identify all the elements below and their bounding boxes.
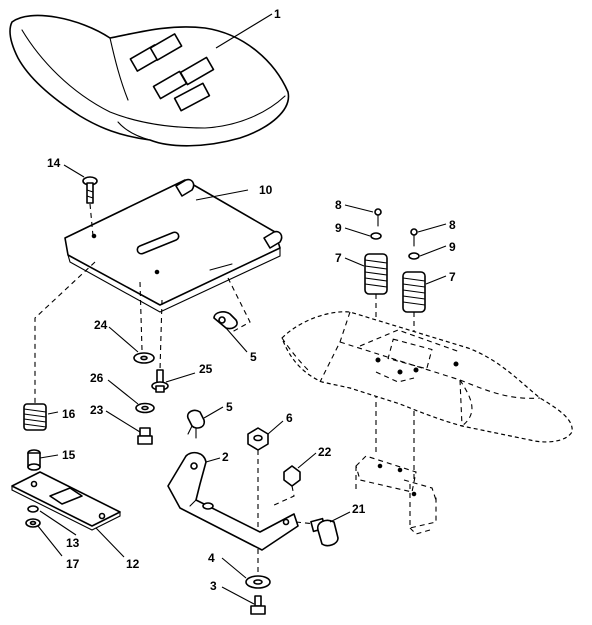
shoulder-bolt-25	[151, 369, 169, 393]
seat-clip-lower	[186, 409, 206, 439]
spring-7-left	[364, 253, 388, 295]
callout-7-right: 7	[449, 270, 456, 284]
callout-7-left: 7	[335, 251, 342, 265]
callout-15: 15	[62, 448, 76, 462]
callout-12: 12	[126, 557, 140, 571]
callout-8-right: 8	[449, 218, 456, 232]
callout-17: 17	[66, 557, 80, 571]
washer-24	[133, 352, 155, 364]
callout-3: 3	[210, 579, 217, 593]
slide-plate-12	[11, 471, 121, 531]
callout-22: 22	[318, 445, 332, 459]
callout-10: 10	[259, 183, 273, 197]
nut-17	[25, 518, 41, 528]
washer-26	[135, 402, 155, 414]
callout-24: 24	[94, 318, 108, 332]
nut-23	[137, 427, 153, 445]
callout-2: 2	[222, 450, 229, 464]
callout-1: 1	[274, 7, 281, 21]
callout-25: 25	[199, 362, 213, 376]
fender-frame-phantom	[281, 311, 573, 535]
washer-13	[27, 505, 39, 513]
callout-9-right: 9	[449, 240, 456, 254]
seat	[9, 14, 290, 147]
callout-5-lower: 5	[226, 400, 233, 414]
callout-14: 14	[47, 156, 61, 170]
nut-22	[283, 465, 301, 487]
seat-pan	[64, 178, 283, 313]
callout-labels: 1 10 14 24 5 26 25 23 16 5 6 15 2 22 21 …	[47, 7, 456, 593]
seat-bracket-2	[167, 451, 299, 551]
bolt-8-right	[410, 228, 418, 247]
callout-9-left: 9	[335, 221, 342, 235]
callout-8-left: 8	[335, 198, 342, 212]
callout-13: 13	[66, 536, 80, 550]
seat-clip-upper	[213, 311, 238, 330]
callout-21: 21	[352, 502, 366, 516]
callout-5-upper: 5	[250, 350, 257, 364]
spring-7-right	[402, 271, 426, 313]
leader-lines	[37, 13, 447, 605]
callout-26: 26	[90, 371, 104, 385]
callout-6: 6	[286, 411, 293, 425]
spacer-15	[27, 449, 41, 471]
callout-4: 4	[208, 551, 215, 565]
washer-4	[245, 575, 271, 589]
adjustment-knob-21	[295, 517, 339, 547]
spring-16	[23, 403, 47, 431]
bolt-3	[250, 595, 266, 615]
bolt-8-left	[374, 208, 382, 227]
callout-16: 16	[62, 407, 76, 421]
callout-23: 23	[90, 403, 104, 417]
lock-nut-6	[247, 427, 269, 451]
washer-9-right	[408, 252, 420, 260]
carriage-bolt	[82, 176, 98, 237]
washer-9-left	[370, 232, 382, 240]
